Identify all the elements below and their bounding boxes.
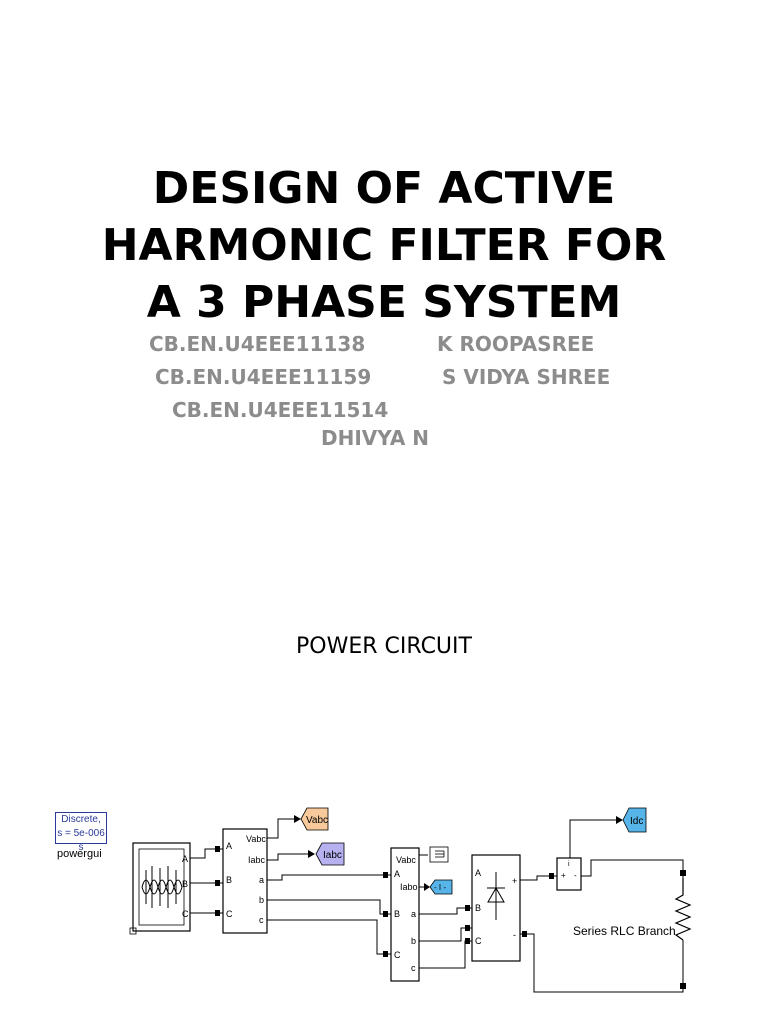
m1-out-vabc: Vabc: [246, 834, 266, 844]
author-1-name: K ROOPASREE: [437, 332, 595, 356]
author-2-id: CB.EN.U4EEE11159: [155, 365, 372, 389]
source-port-a: A: [182, 854, 188, 864]
terminator-block[interactable]: [429, 846, 449, 863]
m2-in-b: B: [394, 909, 400, 919]
source-port-b: B: [182, 879, 188, 889]
sensor-i: i: [568, 861, 570, 868]
m2-out-vabc: Vabc: [396, 855, 416, 865]
rect-in-c: C: [475, 936, 482, 946]
title-line-1: DESIGN OF ACTIVE: [152, 163, 616, 214]
m1-in-b: B: [226, 875, 232, 885]
m1-in-a: A: [226, 841, 232, 851]
goto-iabc-tag[interactable]: [315, 842, 345, 866]
measurement-block-1[interactable]: [222, 828, 268, 934]
series-rlc-branch[interactable]: [674, 878, 692, 941]
rlc-label: Series RLC Branch: [573, 924, 676, 938]
three-phase-source[interactable]: [129, 842, 191, 935]
powergui-mode: Discrete,: [61, 814, 101, 825]
rect-out-plus: +: [512, 876, 517, 886]
source-port-c: C: [182, 909, 189, 919]
current-sensor-block[interactable]: [556, 857, 582, 891]
sensor-minus: -: [574, 871, 577, 880]
m2-in-c: C: [394, 950, 401, 960]
power-circuit-diagram: A B C A B C Vabc Iabc a b c Vabc Iabc: [129, 807, 692, 993]
m2-in-a: A: [394, 869, 400, 879]
author-3-id: CB.EN.U4EEE11514: [172, 398, 389, 422]
goto-idc-tag[interactable]: [622, 807, 647, 833]
m1-out-a: a: [259, 875, 264, 885]
title-line-2: HARMONIC FILTER FOR: [101, 220, 667, 271]
sensor-plus: +: [561, 871, 566, 880]
goto-vabc-label: Vabc: [306, 815, 328, 826]
rect-out-minus: -: [513, 930, 516, 940]
rect-in-b: B: [475, 903, 481, 913]
title-line-3: A 3 PHASE SYSTEM: [146, 277, 622, 328]
author-3-name: DHIVYA N: [321, 426, 430, 450]
goto-small-label: - I -: [434, 883, 446, 892]
powergui-step: s = 5e-006 s: [57, 828, 105, 853]
powergui-block[interactable]: Discrete, s = 5e-006 s: [55, 812, 107, 853]
goto-small-tag[interactable]: [429, 879, 453, 895]
slide-title: DESIGN OF ACTIVE HARMONIC FILTER FOR A 3…: [40, 160, 728, 331]
m1-out-c: c: [259, 915, 264, 925]
goto-vabc-tag[interactable]: [300, 807, 329, 831]
author-1-id: CB.EN.U4EEE11138: [149, 332, 366, 356]
m2-out-a: a: [411, 909, 416, 919]
goto-iabc-label: Iabc: [323, 850, 342, 861]
m1-out-b: b: [259, 895, 264, 905]
section-heading: POWER CIRCUIT: [296, 634, 472, 659]
powergui-label: powergui: [57, 848, 102, 860]
m1-out-iabc: Iabc: [248, 855, 266, 865]
goto-idc-label: Idc: [630, 816, 643, 827]
m1-in-c: C: [226, 909, 233, 919]
author-2-name: S VIDYA SHREE: [442, 365, 611, 389]
m2-out-iabo: Iabo: [400, 882, 418, 892]
rectifier-block[interactable]: [471, 854, 521, 962]
rect-in-a: A: [475, 868, 481, 878]
m2-out-c: c: [411, 963, 416, 973]
m2-out-b: b: [411, 936, 416, 946]
